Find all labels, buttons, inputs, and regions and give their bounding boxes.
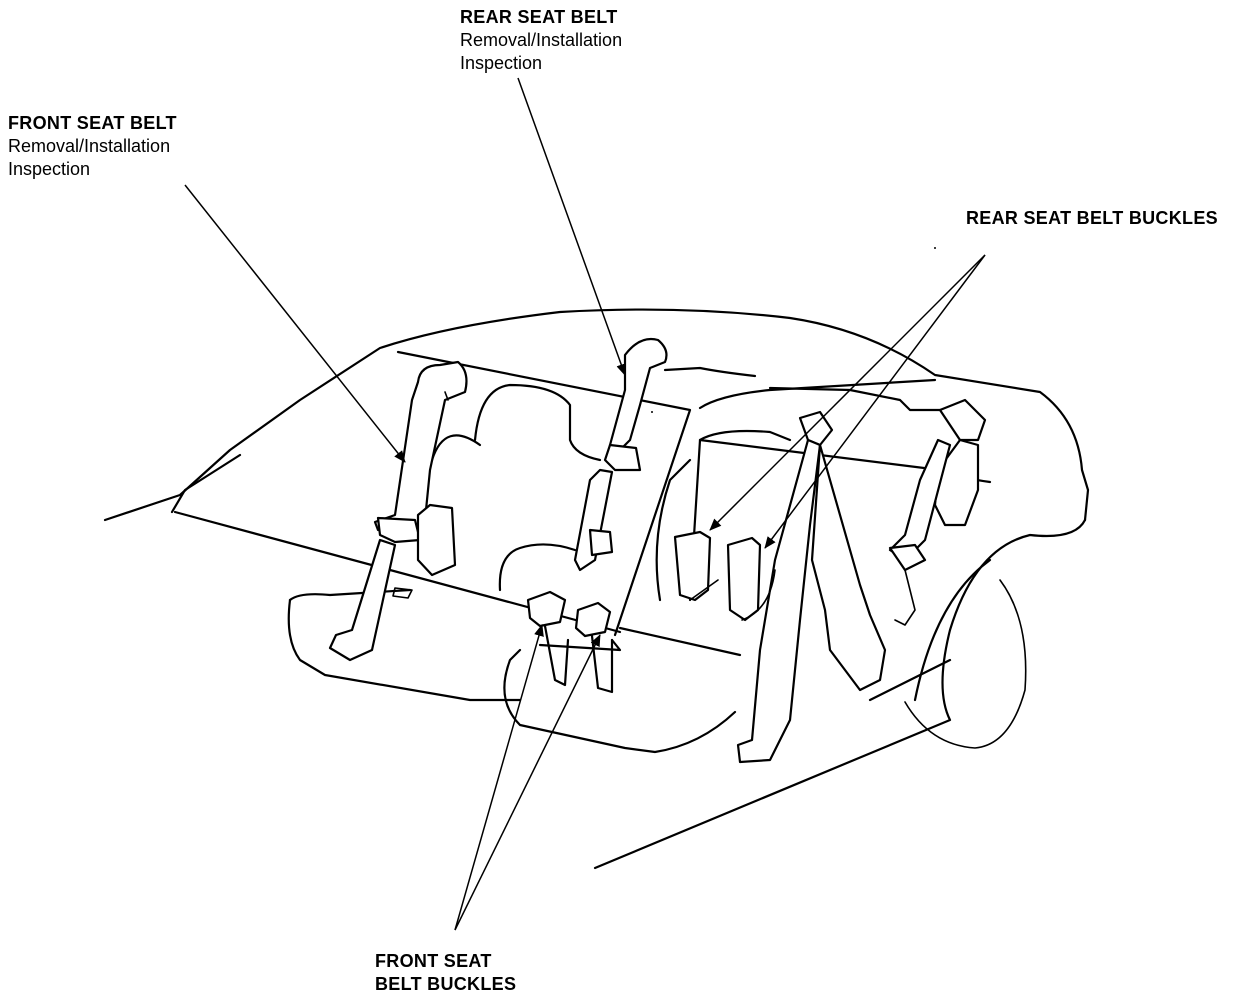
scan-specks	[651, 247, 936, 413]
rear-seat-belt-line1: Removal/Installation	[460, 30, 623, 50]
rear-seat-belt	[573, 337, 668, 572]
front-seats	[287, 383, 792, 754]
front-seat-belt-buckles-line2: BELT BUCKLES	[375, 974, 517, 994]
rear-seat-belt-line2: Inspection	[460, 53, 543, 73]
leader-lines	[184, 77, 986, 931]
rear-seat-belt-title: REAR SEAT BELT	[460, 7, 618, 27]
front-seat-belt	[328, 360, 468, 662]
front-seat-belt-title: FRONT SEAT BELT	[8, 113, 177, 133]
front-seat-belt-buckles-line1: FRONT SEAT	[375, 951, 492, 971]
rear-seat-belt-leader	[517, 77, 626, 376]
right-rear-seat-belts	[736, 398, 987, 764]
front-seat-belt-buckles	[526, 590, 622, 694]
front-seat-belt-line1: Removal/Installation	[8, 136, 171, 156]
front-seat-belt-buckles-label: FRONT SEAT BELT BUCKLES	[375, 950, 516, 996]
rear-buckle-leader-1	[709, 254, 986, 531]
rear-buckle-leader-2	[764, 254, 986, 549]
front-buckle-leader-1	[454, 624, 544, 931]
front-buckle-leader-2	[454, 634, 601, 931]
rear-seat-belt-buckles-title: REAR SEAT BELT BUCKLES	[966, 208, 1218, 228]
rear-seat-belt-buckles	[673, 530, 776, 622]
front-seat-belt-label: FRONT SEAT BELT Removal/Installation Ins…	[8, 112, 177, 181]
front-seat-belt-line2: Inspection	[8, 159, 91, 179]
front-seat-belt-leader	[184, 184, 406, 463]
rear-seat-belt-buckles-label: REAR SEAT BELT BUCKLES	[966, 207, 1218, 230]
car-body-outline	[103, 308, 1090, 870]
rear-seat-belt-label: REAR SEAT BELT Removal/Installation Insp…	[460, 6, 622, 75]
